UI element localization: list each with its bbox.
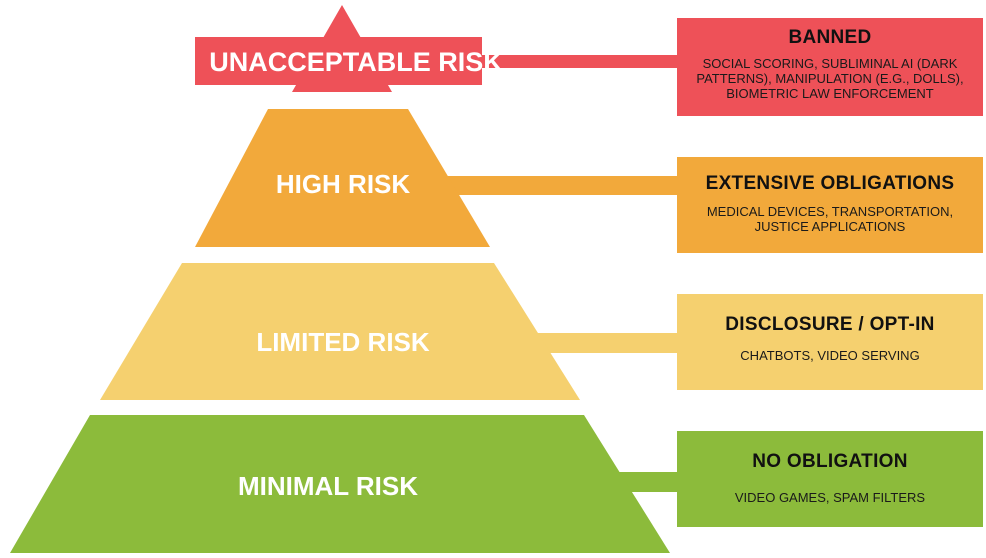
high-risk-connector — [420, 176, 680, 195]
disclosure-opt-in-box-title: DISCLOSURE / OPT-IN — [725, 314, 935, 335]
banned-box-title: BANNED — [788, 27, 872, 48]
disclosure-opt-in-box-description: CHATBOTS, VIDEO SERVING — [740, 348, 920, 363]
no-obligation-box: NO OBLIGATION VIDEO GAMES, SPAM FILTERS — [677, 431, 983, 527]
banned-box-description: SOCIAL SCORING, SUBLIMINAL AI (DARK PATT… — [696, 56, 964, 101]
minimal-risk-label: MINIMAL RISK — [238, 471, 418, 501]
extensive-obligations-box-title: EXTENSIVE OBLIGATIONS — [705, 173, 955, 194]
banned-box: BANNED SOCIAL SCORING, SUBLIMINAL AI (DA… — [677, 18, 983, 116]
no-obligation-box-title: NO OBLIGATION — [752, 451, 908, 472]
extensive-obligations-box-description: MEDICAL DEVICES, TRANSPORTATION, JUSTICE… — [706, 204, 954, 234]
limited-risk-connector — [520, 333, 680, 353]
limited-risk-label: LIMITED RISK — [256, 327, 430, 357]
no-obligation-box-description: VIDEO GAMES, SPAM FILTERS — [734, 490, 926, 505]
unacceptable-risk-banner — [195, 37, 482, 85]
high-risk-label: HIGH RISK — [276, 169, 411, 199]
minimal-risk-tier — [10, 415, 670, 553]
extensive-obligations-box: EXTENSIVE OBLIGATIONS MEDICAL DEVICES, T… — [677, 157, 983, 253]
unacceptable-risk-label: UNACCEPTABLE RISK — [209, 47, 503, 77]
disclosure-opt-in-box: DISCLOSURE / OPT-IN CHATBOTS, VIDEO SERV… — [677, 294, 983, 390]
limited-risk-tier — [100, 263, 580, 400]
high-risk-tier — [195, 109, 490, 247]
unacceptable-risk-connector — [480, 55, 680, 68]
